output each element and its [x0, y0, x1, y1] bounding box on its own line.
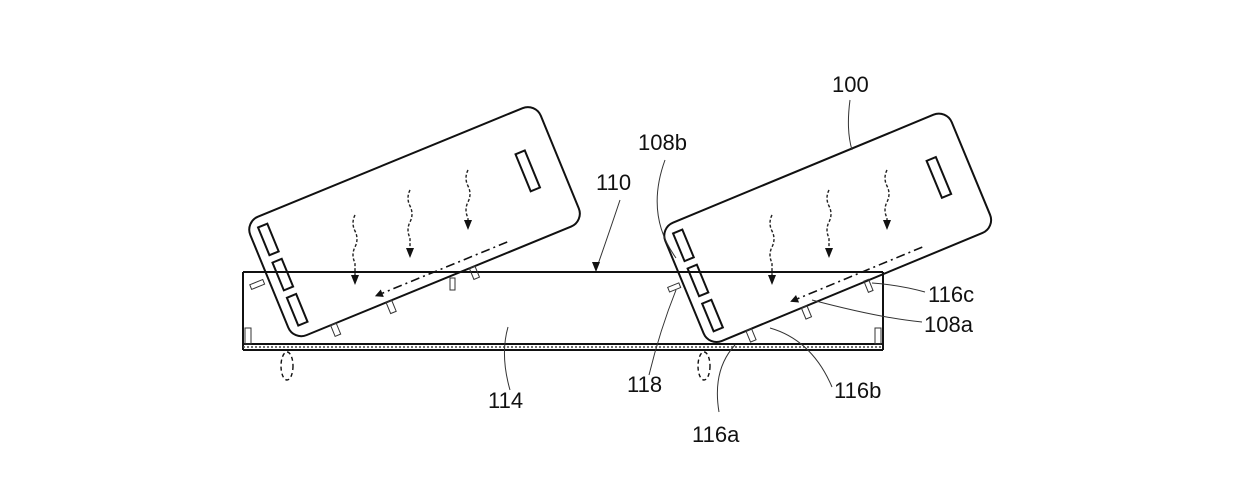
- card-left: [248, 106, 581, 338]
- card-left-window-2: [271, 257, 295, 292]
- left-tray-latch: [249, 278, 266, 291]
- label-110: 110: [596, 170, 631, 195]
- card-right-slide-arrow: [797, 246, 923, 300]
- card-left-body: [248, 106, 581, 338]
- label-116a: 116a: [692, 422, 740, 447]
- card-left-slide-arrow: [381, 241, 508, 294]
- card-right-arrowhead: [790, 295, 800, 303]
- card-right-window-1: [671, 228, 696, 263]
- card-left-foot-3: [468, 265, 481, 281]
- card-left-drop-arrows: [351, 169, 472, 285]
- label-100: 100: [832, 72, 869, 97]
- card-left-foot-2: [385, 299, 397, 315]
- tray: [242, 271, 884, 351]
- label-116c: 116c: [928, 282, 974, 307]
- label-108a: 108a: [924, 312, 974, 337]
- card-left-foot-1: [329, 322, 342, 338]
- tray-foot-mid: [449, 277, 456, 291]
- card-right-body: [663, 112, 993, 343]
- notch-118-mark: [667, 282, 682, 293]
- tray-foot-right: [863, 278, 874, 293]
- card-left-window-3: [285, 292, 309, 327]
- label-118: 118: [627, 372, 662, 397]
- detail-oval-left: [280, 351, 294, 381]
- card-right-foot-2: [800, 305, 813, 320]
- card-right: [663, 112, 993, 343]
- label-114: 114: [488, 388, 523, 413]
- leader-lines: [503, 99, 926, 413]
- card-right-drop-arrows: [768, 169, 891, 285]
- label-116b: 116b: [834, 378, 881, 403]
- tray-left-corner-block: [244, 327, 252, 345]
- card-right-window-2: [686, 263, 710, 298]
- label-108b: 108b: [638, 130, 687, 155]
- card-right-foot-1: [745, 327, 757, 343]
- card-right-handle-slot: [925, 155, 953, 200]
- detail-oval-right: [697, 351, 711, 381]
- card-right-window-3: [700, 298, 725, 333]
- card-left-window-1: [256, 222, 280, 257]
- card-left-arrowhead: [374, 289, 384, 297]
- tray-right-corner-block: [874, 327, 882, 345]
- card-left-handle-slot: [514, 149, 542, 193]
